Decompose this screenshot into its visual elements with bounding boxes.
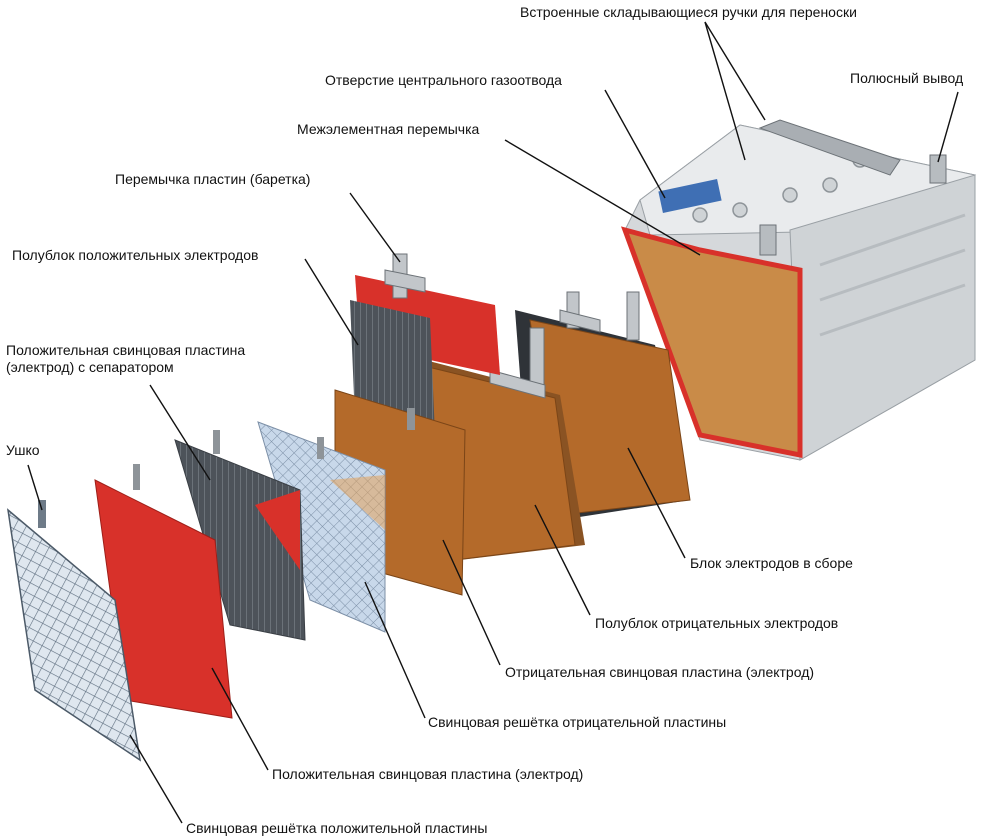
label-positive-plate: Положительная свинцовая пластина (электр…: [272, 766, 584, 782]
label-negative-plate: Отрицательная свинцовая пластина (электр…: [505, 664, 815, 680]
label-intercell-connector: Межэлементная перемычка: [297, 121, 480, 137]
label-negative-half-block: Полублок отрицательных электродов: [595, 615, 839, 631]
label-lug: Ушко: [6, 442, 40, 458]
positive-grid: [6, 500, 142, 762]
label-plate-strap: Перемычка пластин (баретка): [115, 171, 311, 187]
label-handles: Встроенные складывающиеся ручки для пере…: [520, 4, 857, 20]
label-gas-vent: Отверстие центрального газоотвода: [325, 72, 562, 88]
label-positive-plate-with-separator: Положительная свинцовая пластина (электр…: [6, 342, 246, 375]
label-assembled-block: Блок электродов в сборе: [690, 555, 853, 571]
label-positive-grid: Свинцовая решётка положительной пластины: [186, 820, 488, 836]
label-positive-half-block: Полублок положительных электродов: [12, 247, 259, 263]
negative-grid: [257, 421, 386, 633]
label-terminal: Полюсный вывод: [850, 70, 964, 86]
battery-case: [621, 119, 977, 461]
positive-plate-with-separator: [174, 430, 306, 641]
leader-lines: [27, 21, 959, 824]
label-negative-grid: Свинцовая решётка отрицательной пластины: [428, 714, 727, 730]
